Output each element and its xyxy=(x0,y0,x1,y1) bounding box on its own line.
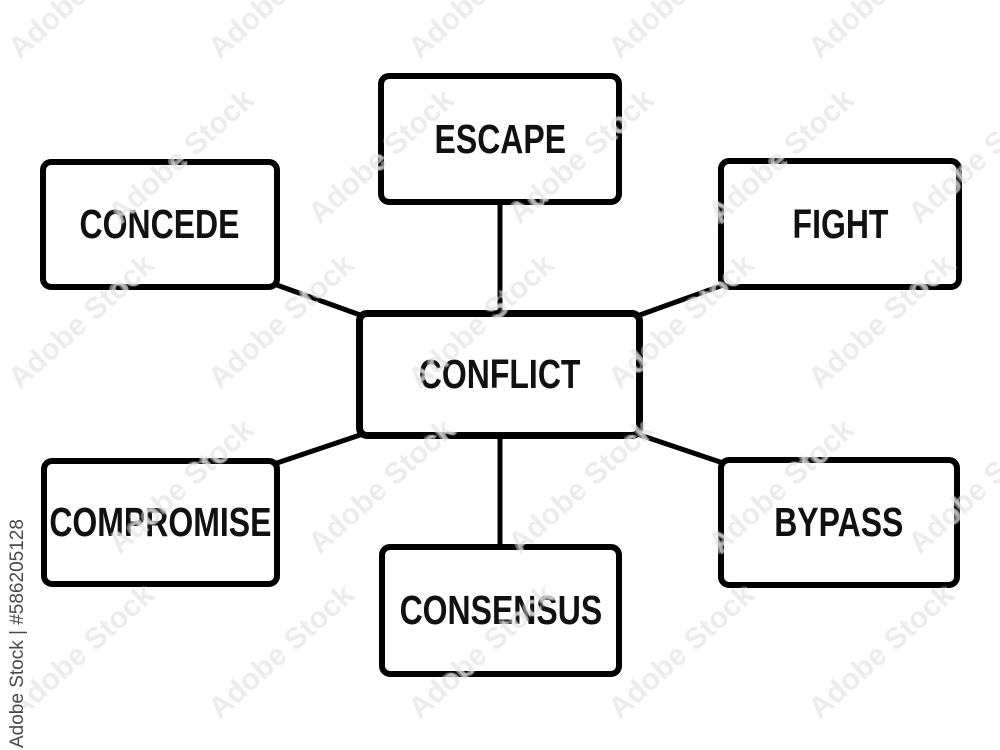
node-bypass: BYPASS xyxy=(718,457,960,588)
node-concede: CONCEDE xyxy=(40,159,280,290)
connector-bypass-conflict xyxy=(636,431,727,467)
node-escape-label: ESCAPE xyxy=(434,115,566,162)
node-compromise-label: COMPROMISE xyxy=(49,499,272,545)
node-concede-label: CONCEDE xyxy=(80,201,240,247)
node-fight: FIGHT xyxy=(718,158,962,290)
connector-concede-conflict xyxy=(273,281,364,319)
node-conflict-label: CONFLICT xyxy=(418,351,581,397)
node-consensus-label: CONSENSUS xyxy=(399,587,602,633)
node-fight-label: FIGHT xyxy=(792,200,888,247)
connector-fight-conflict xyxy=(636,281,727,319)
node-conflict-center: CONFLICT xyxy=(356,310,643,439)
node-escape: ESCAPE xyxy=(378,73,622,205)
node-consensus: CONSENSUS xyxy=(379,544,622,677)
node-compromise: COMPROMISE xyxy=(41,458,280,587)
node-bypass-label: BYPASS xyxy=(774,499,904,545)
connector-compromise-conflict xyxy=(273,431,364,467)
